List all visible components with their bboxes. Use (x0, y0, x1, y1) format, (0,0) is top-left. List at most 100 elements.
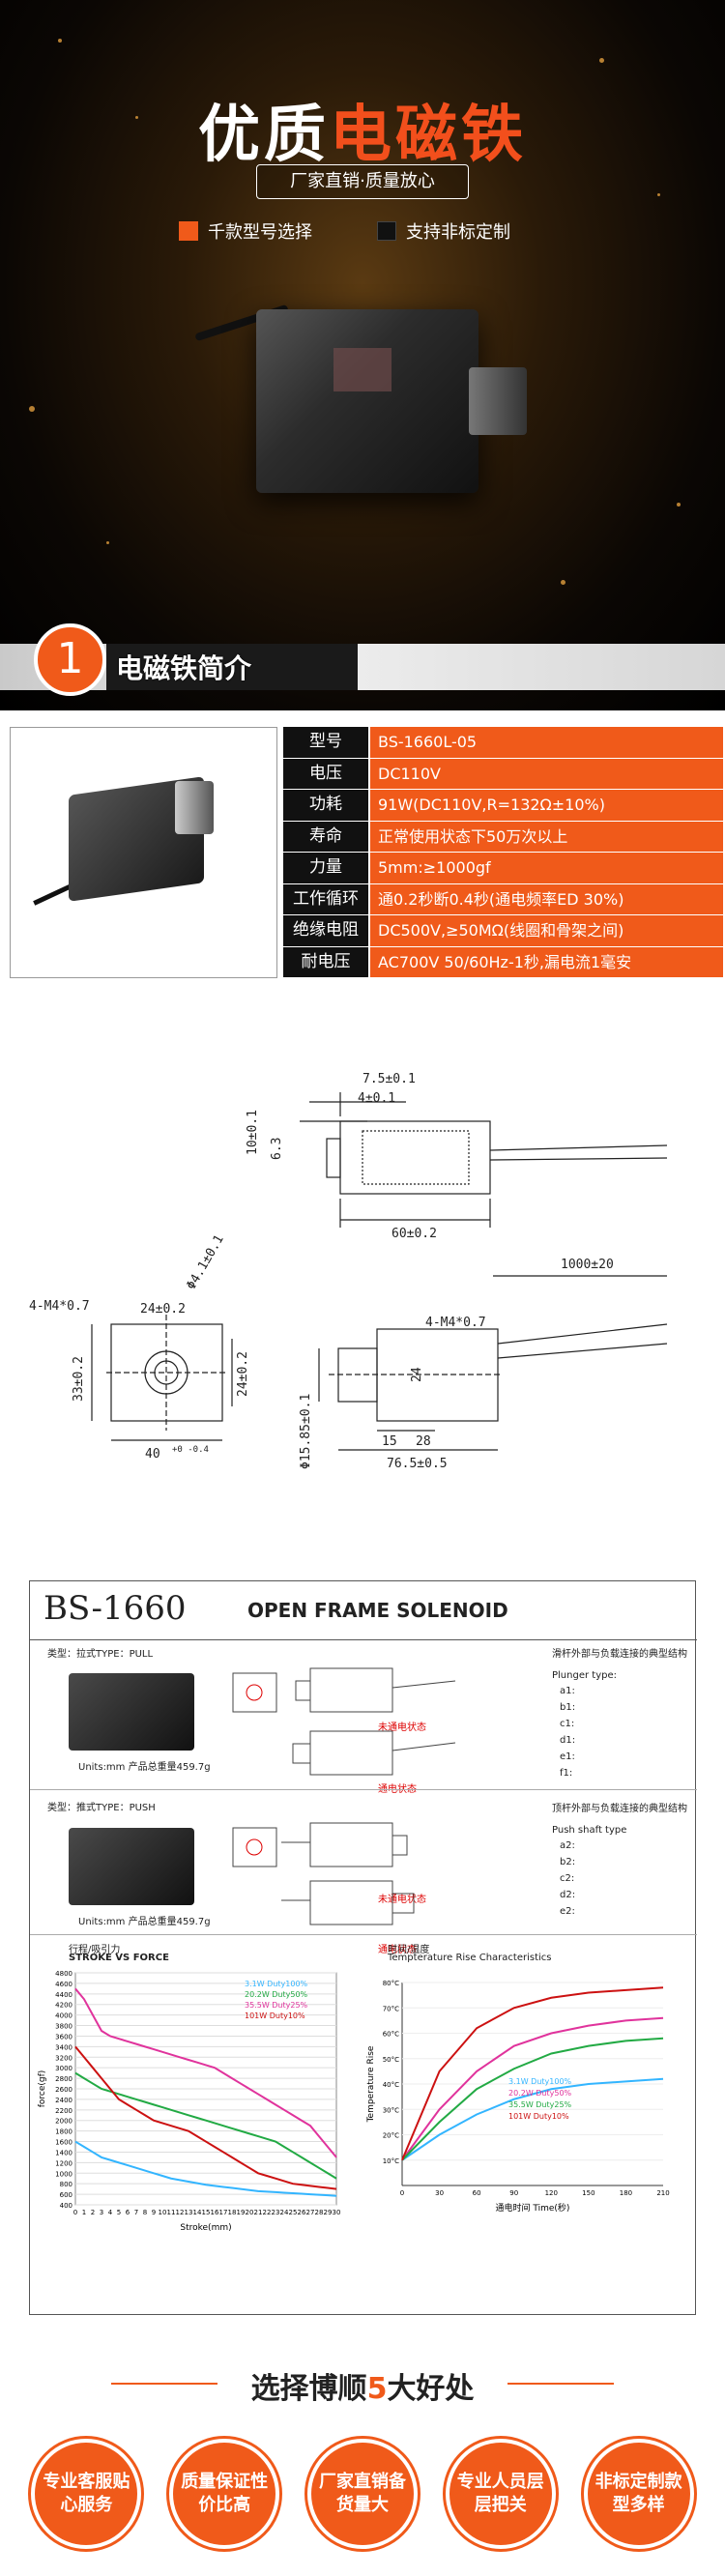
x-tick-label: 25 (289, 2209, 298, 2216)
y-tick-label: 20°C (383, 2132, 399, 2140)
series-line (401, 2016, 664, 2161)
spec-key: 功耗 (283, 790, 368, 821)
dim-label: 4±0.1 (358, 1091, 395, 1106)
spec-value: DC500V,≥50MΩ(线圈和骨架之间) (370, 915, 723, 946)
y-tick-label: 3000 (55, 2065, 72, 2072)
plunger-cn: 滑杆外部与负载连接的典型结构 (552, 1649, 687, 1660)
y-tick-label: 50°C (383, 2056, 399, 2064)
spec-value: 91W(DC110V,R=132Ω±10%) (370, 790, 723, 821)
temp-cn: 时间/温度 (388, 1945, 430, 1955)
y-tick-label: 1800 (55, 2128, 72, 2136)
not-energized: 未通电状态 (378, 1722, 426, 1733)
dim-label: 10±0.1 (246, 1110, 260, 1155)
benefit-badge: 厂家直销备货量大 (304, 2436, 420, 2552)
benefit-badge: 非标定制款型多样 (580, 2436, 697, 2552)
x-tick-label: 29 (324, 2209, 333, 2216)
spec-value: DC110V (370, 758, 723, 789)
x-tick-label: 22 (263, 2209, 272, 2216)
spec-key: 力量 (283, 853, 368, 883)
spec-value: AC700V 50/60Hz-1秒,漏电流1毫安 (370, 946, 723, 977)
series-line (74, 2045, 337, 2190)
hero-title: 优质电磁铁 (198, 100, 527, 171)
spec-key: 电压 (283, 758, 368, 789)
dim-label: 4-M4*0.7 (29, 1299, 90, 1314)
force-cn: 行程/吸引力 (69, 1945, 121, 1955)
datasheet-type: OPEN FRAME SOLENOID (247, 1599, 508, 1622)
x-tick-label: 1 (82, 2209, 86, 2216)
dim-label: Φ4.1±0.1 (184, 1232, 226, 1292)
dim-label: Φ15.85±0.1 (299, 1394, 313, 1469)
dim-label: 1000±20 (561, 1258, 614, 1272)
series-line (401, 2037, 664, 2161)
plunger-type-item: b2: (560, 1857, 576, 1867)
x-tick-label: 210 (656, 2189, 669, 2197)
y-tick-label: 4600 (55, 1981, 72, 1988)
x-tick-label: 24 (280, 2209, 289, 2216)
dim-label: 28 (416, 1434, 431, 1449)
series-line (74, 1987, 337, 2158)
feature-custom: 支持非标定制 (377, 218, 510, 244)
pull-photo (69, 1673, 194, 1751)
x-tick-label: 5 (117, 2209, 121, 2216)
x-tick-label: 180 (620, 2189, 632, 2197)
y-tick-label: 4400 (55, 1991, 72, 1999)
plunger-type-item: a2: (560, 1840, 575, 1851)
dim-label: 40 (145, 1447, 160, 1462)
spec-key: 绝缘电阻 (283, 915, 368, 946)
y-tick-label: 4800 (55, 1970, 72, 1978)
temp-en: Tempterature Rise Characteristics (388, 1953, 552, 1963)
benefit-text: 非标定制款型多样 (587, 2443, 690, 2545)
x-tick-label: 4 (108, 2209, 113, 2216)
x-tick-label: 0 (400, 2189, 404, 2197)
spec-value: 5mm:≥1000gf (370, 853, 723, 883)
benefit-text: 厂家直销备货量大 (310, 2443, 414, 2545)
x-tick-label: 9 (152, 2209, 156, 2216)
legend-label: 3.1W Duty100% (245, 1980, 308, 1988)
mini-drawings (232, 1667, 456, 1925)
product-image (256, 309, 527, 493)
y-tick-label: 3600 (55, 2033, 72, 2041)
square-icon (377, 221, 396, 241)
benefit-badge: 质量保证性价比高 (166, 2436, 283, 2552)
datasheet: BS-1660 OPEN FRAME SOLENOID 类型：拉式TYPE：PU… (29, 1580, 697, 2315)
y-tick-label: 800 (60, 2181, 72, 2188)
x-tick-label: 13 (185, 2209, 193, 2216)
plunger-type-item: f1: (560, 1768, 573, 1779)
benefit-text: 专业客服贴心服务 (35, 2443, 138, 2545)
y-axis-label: Temperature Rise (366, 2045, 376, 2123)
not-energized: 未通电状态 (378, 1895, 426, 1905)
x-tick-label: 16 (211, 2209, 219, 2216)
legend-label: 20.2W Duty50% (245, 1990, 308, 1999)
datasheet-model: BS-1660 (44, 1589, 187, 1628)
y-tick-label: 80°C (383, 1980, 399, 1987)
series-line (74, 2140, 337, 2197)
x-tick-label: 90 (509, 2189, 518, 2197)
square-icon (179, 221, 198, 241)
push-type: 类型：推式TYPE：PUSH (47, 1803, 156, 1813)
hero-banner: 优质电磁铁 厂家直销·质量放心 千款型号选择 支持非标定制 1 电磁铁简介 (0, 0, 725, 710)
x-tick-label: 6 (126, 2209, 130, 2216)
y-tick-label: 600 (60, 2191, 72, 2199)
dim-label: 33±0.2 (72, 1356, 86, 1402)
pull-type: 类型：拉式TYPE：PULL (47, 1649, 154, 1660)
x-axis-label: Stroke(mm) (180, 2223, 231, 2233)
y-tick-label: 4200 (55, 2002, 72, 2010)
spec-value: 通0.2秒断0.4秒(通电频率ED 30%) (370, 883, 723, 914)
dim-label: 4-M4*0.7 (425, 1316, 486, 1330)
y-tick-label: 2400 (55, 2097, 72, 2104)
spec-key: 型号 (283, 727, 368, 758)
spec-key: 工作循环 (283, 883, 368, 914)
x-tick-label: 15 (202, 2209, 211, 2216)
section-header-intro: 1 电磁铁简介 (0, 619, 725, 710)
legend-label: 101W Duty10% (245, 2012, 305, 2020)
series-line (401, 1986, 664, 2161)
x-tick-label: 30 (333, 2209, 341, 2216)
y-tick-label: 1200 (55, 2159, 72, 2167)
force-chart: 4006008001000120014001600180020002200240… (38, 1970, 341, 2233)
y-tick-label: 3400 (55, 2043, 72, 2051)
spec-row: 工作循环通0.2秒断0.4秒(通电频率ED 30%) (283, 883, 723, 914)
dimension-drawing: 7.5±0.1 4±0.1 10±0.1 6.3 60±0.2 4-M4*0.7… (29, 1072, 668, 1471)
